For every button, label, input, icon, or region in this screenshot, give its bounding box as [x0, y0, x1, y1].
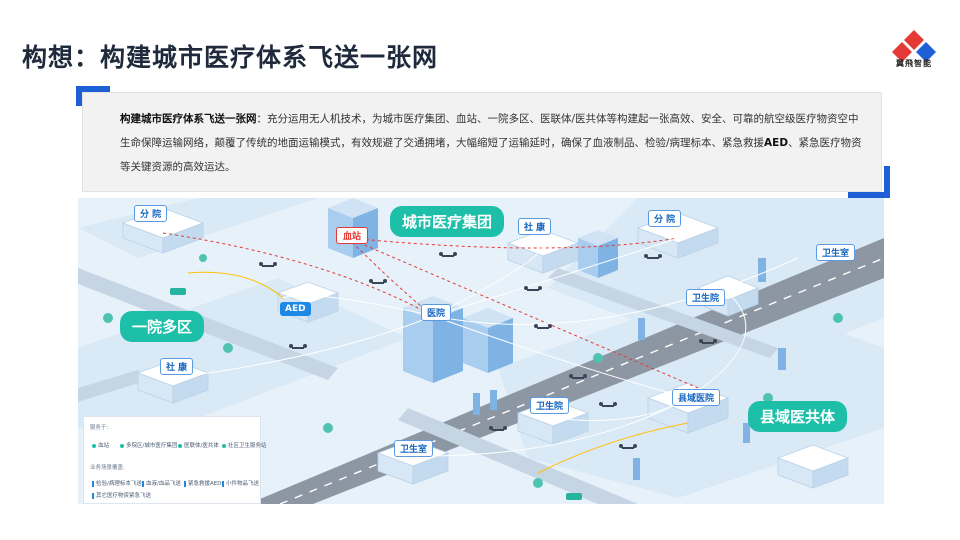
label-branch-left: 分 院	[134, 205, 168, 222]
page-title: 构想：构建城市医疗体系飞送一张网	[22, 43, 439, 72]
legend-header-scenarios: 业务场景覆盖:	[90, 465, 125, 471]
legend-item: 社区卫生服务站	[222, 441, 267, 449]
description-lead: 构建城市医疗体系飞送一张网	[120, 113, 257, 125]
legend-item-label: 医联体/医共体	[184, 443, 219, 449]
tag-city-medical-group: 城市医疗集团	[390, 206, 505, 237]
description-text: 构建城市医疗体系飞送一张网：充分运用无人机技术，为城市医疗集团、血站、一院多区、…	[120, 107, 865, 179]
legend-item-label: 检验/病理标本飞送	[96, 481, 142, 487]
brand-logo-icon	[892, 30, 936, 62]
side-roads	[78, 268, 778, 504]
vehicles	[170, 288, 582, 500]
label-clinic-right: 卫生室	[816, 244, 856, 261]
label-community-left: 社 康	[160, 358, 194, 375]
label-branch-right: 分 院	[648, 210, 682, 227]
label-blood-station: 血站	[336, 227, 369, 244]
map-pin-icon	[120, 443, 124, 448]
scenario-bar-icon	[184, 480, 186, 487]
corner-accent-br-v	[884, 166, 890, 198]
corner-accent-br-h	[848, 192, 890, 198]
scenario-bar-icon	[92, 480, 94, 487]
legend-item-label: 血站	[98, 443, 110, 449]
scenario-bar-icon	[142, 480, 144, 487]
legend-item-label: 紧急救援AED	[188, 481, 222, 487]
legend-item: 检验/病理标本飞送	[92, 479, 142, 487]
legend-item: 小件物品飞送	[222, 479, 259, 487]
corner-accent-tl-h	[76, 86, 110, 92]
legend-item-label: 多院区/城市医疗集团	[126, 443, 178, 449]
corner-accent-tl-v	[76, 86, 82, 106]
legend-item-label: 其它医疗物资紧急飞送	[96, 493, 152, 499]
label-health-center-mid: 卫生院	[530, 397, 570, 414]
legend-panel: 服务于: 血站 多院区/城市医疗集团 医联体/医共体 社区卫生服务站 业务场景覆…	[83, 416, 267, 504]
flight-paths	[162, 232, 799, 474]
scenario-bar-icon	[92, 492, 94, 499]
label-hospital: 医院	[421, 304, 452, 321]
label-health-center-right: 卫生院	[686, 289, 726, 306]
legend-item: 多院区/城市医疗集团	[120, 441, 177, 449]
legend-item-label: 社区卫生服务站	[228, 443, 267, 449]
legend-item: 其它医疗物资紧急飞送	[92, 491, 151, 499]
description-panel	[82, 92, 882, 192]
drones	[259, 252, 717, 449]
map-pin-icon	[222, 443, 226, 448]
legend-header-serves: 服务于:	[90, 425, 109, 431]
tag-county-medical-community: 县域医共体	[748, 401, 848, 432]
description-aed: AED	[764, 137, 789, 149]
tag-one-hospital-multi-campus: 一院多区	[120, 311, 205, 342]
label-clinic-bottom: 卫生室	[394, 440, 434, 457]
scenario-bar-icon	[222, 480, 224, 487]
legend-item-label: 小件物品飞送	[226, 481, 260, 487]
legend-item: 血液/血品飞送	[142, 479, 181, 487]
description-body-2: 、紧急医疗物资等关键资源的高效运达。	[120, 137, 862, 173]
legend-item: 血站	[92, 441, 109, 449]
legend-item: 紧急救援AED	[184, 479, 221, 487]
legend-item: 医联体/医共体	[178, 441, 219, 449]
map-pin-icon	[178, 443, 182, 448]
legend-item-label: 血液/血品飞送	[146, 481, 181, 487]
description-body-1: ：充分运用无人机技术，为城市医疗集团、血站、一院多区、医联体/医共体等构建起一张…	[120, 113, 859, 149]
label-county-hospital: 县域医院	[672, 389, 721, 406]
map-pin-icon	[92, 443, 96, 448]
label-aed: AED	[280, 302, 311, 316]
brand-name: 翼飛智能	[896, 59, 932, 68]
label-community-top: 社 康	[518, 218, 552, 235]
